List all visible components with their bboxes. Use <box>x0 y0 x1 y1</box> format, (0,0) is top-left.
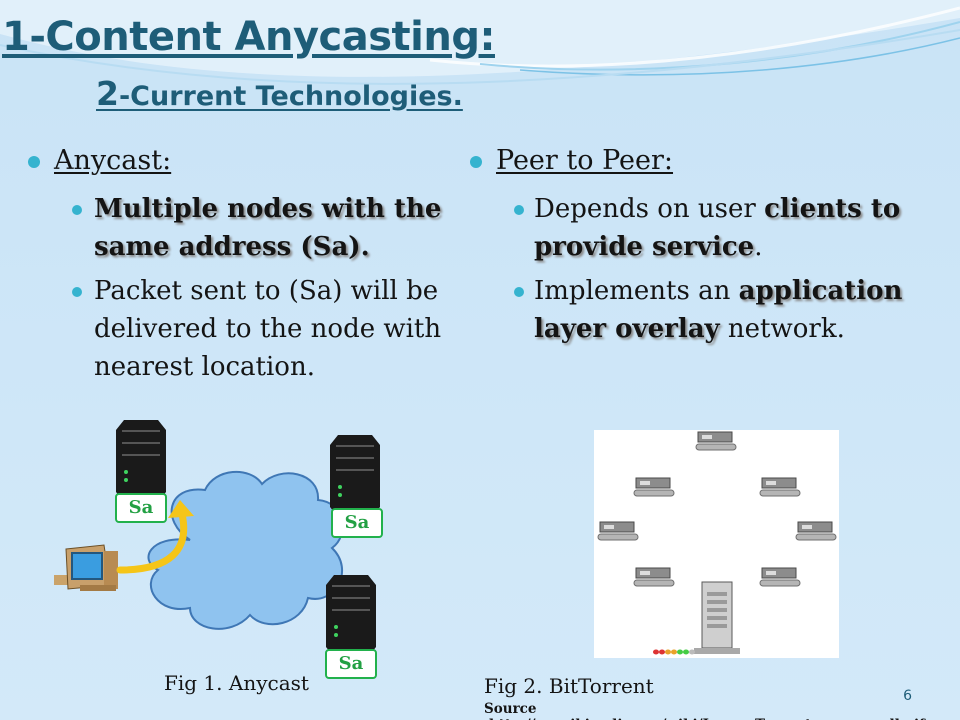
packet-arrow <box>116 510 188 574</box>
anycast-bullet-2-text: Packet sent to (Sa) will be delivered to… <box>94 276 442 382</box>
slide-subtitle: 2-Current Technologies. <box>96 74 463 113</box>
bullet-dot <box>470 156 482 168</box>
bullet-dot <box>514 287 524 297</box>
bullet-dot <box>72 287 82 297</box>
p2p-bullet-1-bold: clients to provide service <box>534 194 901 262</box>
fig2-caption: Fig 2. BitTorrent <box>484 674 654 698</box>
peer-icon <box>633 477 675 497</box>
progress-dot <box>665 649 671 655</box>
p2p-bullet-1: Depends on user clients to provide servi… <box>470 190 940 266</box>
p2p-bullet-2-post: network. <box>719 314 845 344</box>
subtitle-number: 2 <box>96 74 119 113</box>
subtitle-text: -Current Technologies. <box>118 81 463 112</box>
server-icon <box>116 420 166 502</box>
progress-dot <box>671 649 677 655</box>
anycast-bullet-1-text: Multiple nodes with the same address (Sa… <box>94 194 442 262</box>
server-icon <box>326 575 376 657</box>
progress-dot <box>677 649 683 655</box>
peer-icon <box>695 431 737 451</box>
fig2-source: Source :http://en.wikipedia.org/wiki/Ima… <box>484 701 925 720</box>
peer-icon <box>795 521 837 541</box>
progress-dot <box>659 649 665 655</box>
p2p-bullet-1-post: . <box>754 232 763 262</box>
bullet-dot <box>514 205 524 215</box>
anycast-bullet-2: Packet sent to (Sa) will be delivered to… <box>28 272 458 386</box>
p2p-heading: Peer to Peer: <box>496 145 674 176</box>
page-number: 6 <box>903 688 912 704</box>
bullet-dot <box>28 156 40 168</box>
p2p-heading-item: Peer to Peer: <box>470 142 940 180</box>
peer-icon <box>759 477 801 497</box>
server-tower-icon <box>694 581 740 654</box>
progress-dot <box>689 649 695 655</box>
bittorrent-figure <box>594 430 839 658</box>
p2p-bullet-2: Implements an application layer overlay … <box>470 272 940 348</box>
arrow-head <box>168 500 194 518</box>
progress-dot <box>653 649 659 655</box>
sa-label: Sa <box>115 493 167 523</box>
p2p-bullet-2-bold: application layer overlay <box>534 276 903 344</box>
anycast-heading: Anycast: <box>54 145 172 176</box>
wave-decoration <box>0 0 960 85</box>
peer-icon <box>633 567 675 587</box>
anycast-heading-item: Anycast: <box>28 142 458 180</box>
peer-icon <box>597 521 639 541</box>
sa-label: Sa <box>325 649 377 679</box>
bittorrent-network-diagram <box>597 431 837 655</box>
p2p-column: Peer to Peer: Depends on user clients to… <box>470 142 940 354</box>
bullet-dot <box>72 205 82 215</box>
p2p-bullet-2-pre: Implements an <box>534 276 739 306</box>
anycast-column: Anycast: Multiple nodes with the same ad… <box>28 142 458 392</box>
peer-icon <box>759 567 801 587</box>
computer-icon <box>54 544 118 591</box>
anycast-bullet-1: Multiple nodes with the same address (Sa… <box>28 190 458 266</box>
anycast-diagram <box>54 420 380 657</box>
slide-title: 1-Content Anycasting: <box>2 14 495 60</box>
sa-label: Sa <box>331 508 383 538</box>
server-icon <box>330 435 380 517</box>
p2p-bullet-1-pre: Depends on user <box>534 194 765 224</box>
progress-dot <box>683 649 689 655</box>
fig1-caption: Fig 1. Anycast <box>164 671 309 695</box>
